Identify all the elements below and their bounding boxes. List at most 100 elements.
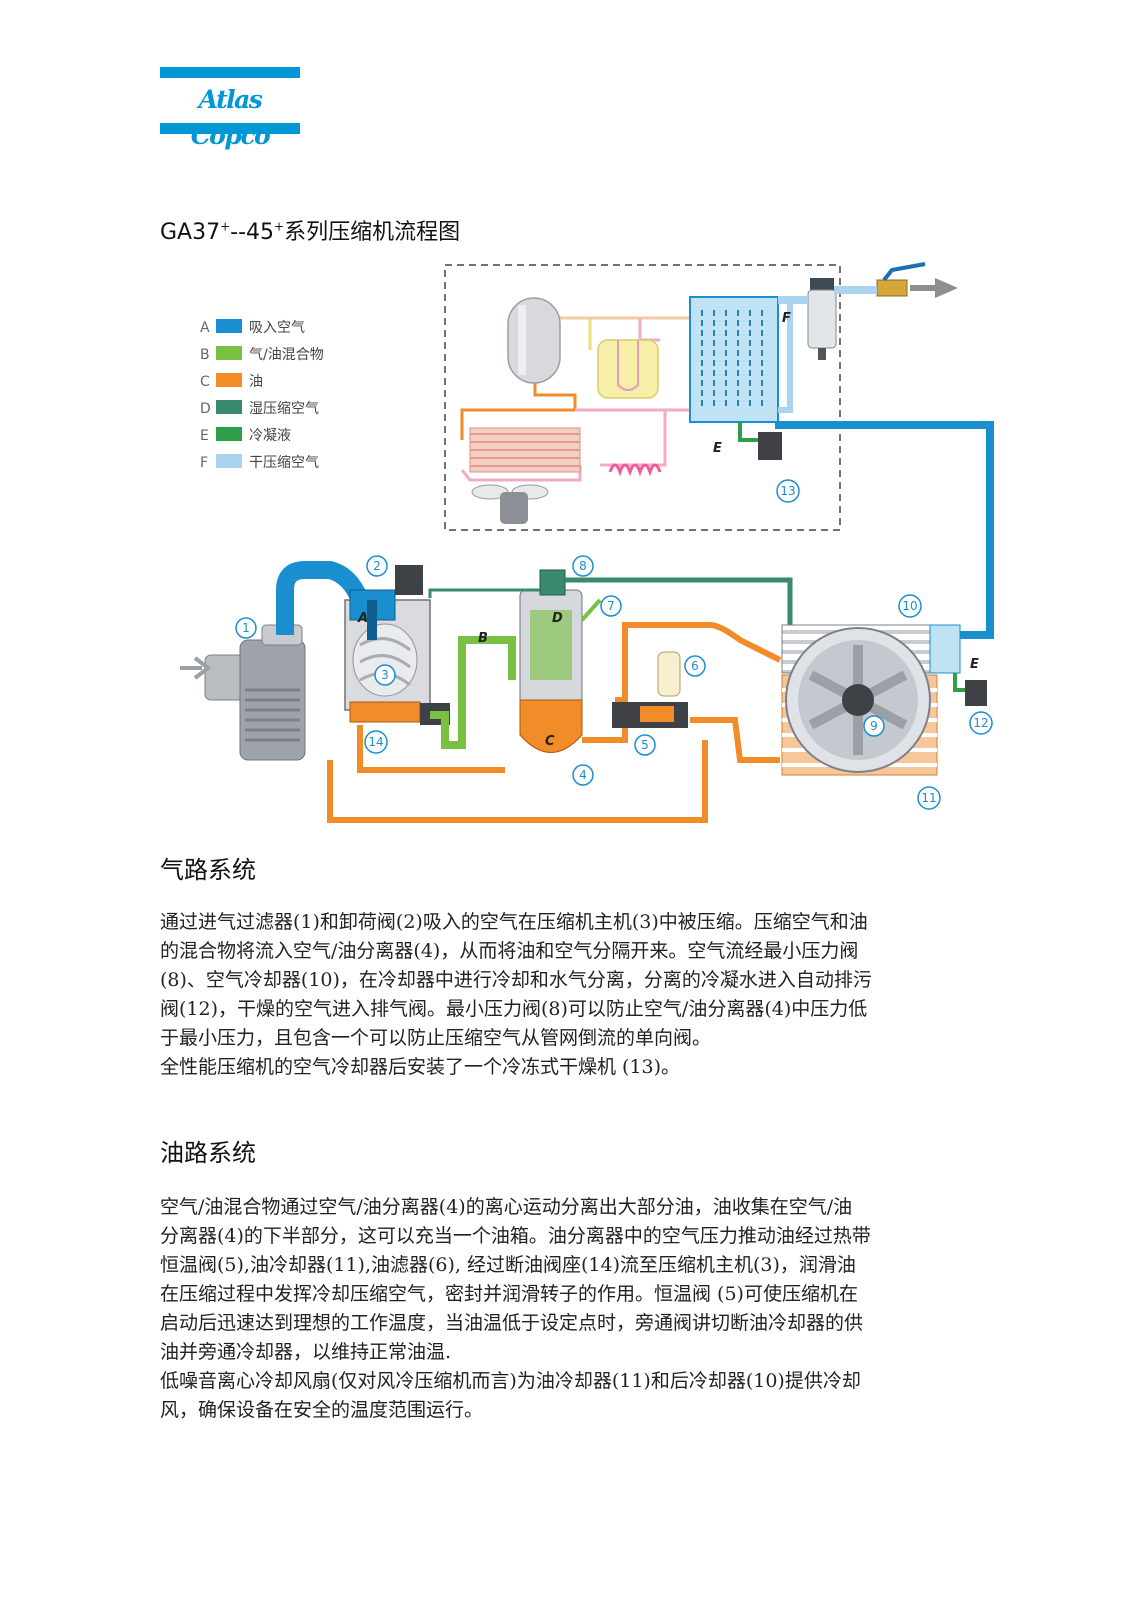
oil-line-5: 启动后迅速达到理想的工作温度，当油温低于设定点时，旁通阀讲切断油冷却器的供 [160,1312,864,1334]
label-f: F [782,311,791,326]
refrigerant-receiver [507,297,561,384]
callout-6: 6 [684,655,706,677]
oil-line-4: 在压缩过程中发挥冷却压缩空气，密封并润滑转子的作用。恒温阀 (5)可使压缩机在 [160,1283,858,1305]
air-line-5: 于最小压力，且包含一个可以防止压缩空气从管网倒流的单向阀。 [160,1027,712,1049]
dryer-enclosure [444,264,841,531]
callout-number: 1 [242,621,250,635]
callout-number: 7 [607,599,615,613]
label-e-dryer: E [713,441,722,456]
title-sup-1: + [220,219,231,234]
capillary-coil [608,463,662,477]
callout-number: 4 [579,768,587,782]
cooling-fan [785,627,931,773]
callout-14: 14 [364,730,388,754]
callout-number: 12 [973,716,988,730]
oil-stop-valve [349,701,421,723]
control-air-line [428,588,540,598]
air-line-1: 通过进气过滤器(1)和卸荷阀(2)吸入的空气在压缩机主机(3)中被压缩。压缩空气… [160,911,868,933]
page-title: GA37+--45+系列压缩机流程图 [160,214,460,246]
callout-5: 5 [634,734,656,756]
legend-item-a: A 吸入空气 [200,319,305,336]
legend-letter: A [200,320,210,336]
legend-letter: B [200,347,210,363]
intake-filter [204,624,306,761]
label-e-cooler: E [970,657,979,672]
callout-1: 1 [235,617,257,639]
oil-line-3: 恒温阀(5),油冷却器(11),油滤器(6), 经过断油阀座(14)流至压缩机主… [160,1254,856,1276]
air-oil-separator [519,569,583,753]
callout-number: 14 [368,735,383,749]
legend-swatch [216,400,242,414]
oil-line-2: 分离器(4)的下半部分，这可以充当一个油箱。油分离器中的空气压力推动油经过热带 [160,1225,871,1247]
oil-system-heading: 油路系统 [160,1139,256,1167]
dryer-condensate-line [738,422,762,442]
oil-line-8: 风，确保设备在安全的温度范围运行。 [160,1399,484,1421]
title-prefix: GA37 [160,220,221,245]
legend-item-e: E 冷凝液 [200,427,291,444]
callout-number: 5 [641,738,649,752]
legend-letter: C [200,374,210,390]
oil-line-6: 油并旁通冷却器，以维持正常油温. [160,1341,452,1363]
callout-7: 7 [600,595,622,617]
dryer-air-exchanger [689,296,779,423]
label-b: B [478,631,488,646]
dryer-coil-tube [617,340,639,391]
legend-letter: F [200,455,208,471]
legend-item-f: F 干压缩空气 [200,454,319,471]
callout-number: 11 [921,791,936,805]
label-c: C [545,734,555,749]
callout-3: 3 [374,664,396,686]
wet-air-line [565,577,793,625]
legend-swatch [216,346,242,360]
callout-number: 3 [381,668,389,682]
callout-2: 2 [366,555,388,577]
air-system-paragraph: 通过进气过滤器(1)和卸荷阀(2)吸入的空气在压缩机主机(3)中被压缩。压缩空气… [160,908,1010,1082]
air-oil-mixture-line [430,636,516,749]
legend: A 吸入空气 B 气/油混合物 C 油 D 湿压缩空气 E 冷凝液 F 干压缩空… [200,319,324,471]
legend-label: 干压缩空气 [249,455,319,471]
condenser-fan [471,484,549,524]
air-system-heading: 气路系统 [160,856,256,884]
title-mid: --45 [230,220,275,245]
dryer-drain-valve [758,432,782,460]
flow-diagram: A 吸入空气 B 气/油混合物 C 油 D 湿压缩空气 E 冷凝液 F 干压缩空… [180,262,994,823]
air-line-3: (8)、空气冷却器(10)，在冷却器中进行冷却和水气分离，分离的冷凝水进入自动排… [160,969,872,991]
oil-line-1: 空气/油混合物通过空气/油分离器(4)的离心运动分离出大部分油，油收集在空气/油 [160,1196,853,1218]
callout-number: 9 [870,719,878,733]
unloader-valve [349,565,423,640]
legend-swatch [216,427,242,441]
callout-4: 4 [572,764,594,786]
callout-number: 6 [691,659,699,673]
logo-wordmark: Atlas Copco [190,85,271,150]
atlas-copco-logo: Atlas Copco [160,67,300,150]
callout-8: 8 [572,555,594,577]
intake-duct [276,561,369,635]
cooler-condensate-line [953,673,968,692]
oil-system-paragraph: 空气/油混合物通过空气/油分离器(4)的离心运动分离出大部分油，油收集在空气/油… [160,1193,1010,1425]
logo-bar-bottom [160,123,300,134]
legend-label: 吸入空气 [249,320,305,336]
outlet-arrow [935,278,958,298]
water-separator-filter [807,278,837,360]
callout-number: 10 [902,599,917,613]
label-d: D [552,611,563,626]
callout-12: 12 [969,711,993,735]
callout-number: 13 [780,484,795,498]
air-cooler-water-separator [929,624,961,674]
air-line-2: 的混合物将流入空气/油分离器(4)，从而将油和空气分隔开来。空气流经最小压力阀 [160,940,859,962]
title-suffix: 系列压缩机流程图 [284,220,461,245]
refrigerant-condenser [469,427,581,473]
legend-letter: D [200,401,211,417]
outlet-ball-valve [876,262,926,297]
title-sup-2: + [274,219,285,234]
legend-label: 气/油混合物 [249,347,324,363]
callout-13: 13 [776,479,800,503]
legend-letter: E [200,428,209,444]
oil-line-7: 低噪音离心冷却风扇(仅对风冷压缩机而言)为油冷却器(11)和后冷却器(10)提供… [160,1370,861,1392]
oil-lines [327,622,782,823]
logo-bar-top [160,67,300,78]
legend-swatch [216,454,242,468]
callout-11: 11 [917,786,941,810]
refrigerant-lines [460,316,690,482]
legend-label: 冷凝液 [249,428,291,444]
